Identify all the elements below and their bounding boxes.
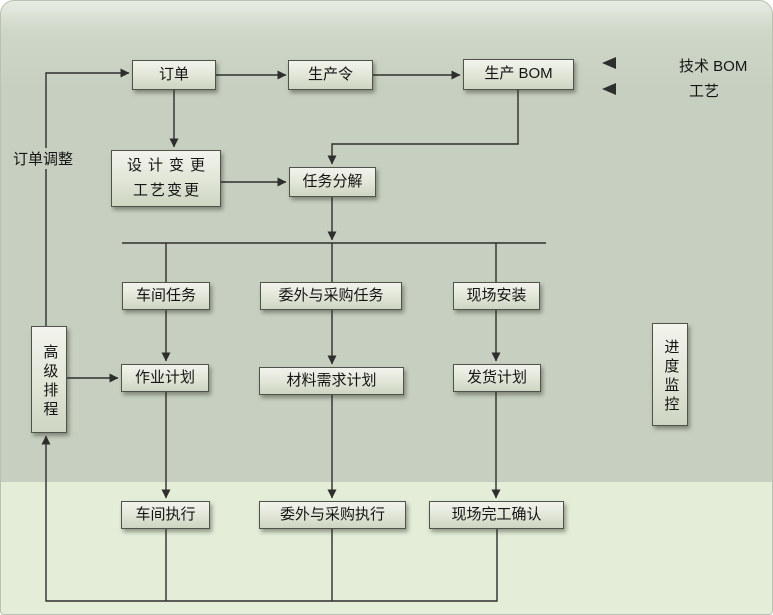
node-advanced-scheduling: 高级排程 [31,326,67,433]
design-change-line1: 设计变更 [126,156,211,174]
design-change-line2: 工艺变更 [132,181,201,199]
node-material-requirements-plan: 材料需求计划 [259,367,404,395]
node-progress-monitoring: 进度监控 [652,323,688,426]
node-order: 订单 [132,60,216,90]
node-design-change: 设计变更 工艺变更 [111,150,221,207]
order-adjustment-loop [45,68,130,326]
node-production-bom: 生产 BOM [463,59,574,90]
feedback-main-to-scheduling [41,435,498,602]
node-production-order: 生产令 [288,60,373,90]
label-process: 工艺 [689,83,720,100]
node-site-completion-confirmation: 现场完工确认 [429,501,564,529]
node-task-breakdown: 任务分解 [289,167,376,197]
process-arrow-icon [602,83,616,95]
node-job-plan: 作业计划 [121,364,209,392]
node-outsourcing-purchasing-task: 委外与采购任务 [260,282,402,310]
node-shipping-plan: 发货计划 [453,364,541,392]
connector-bom-to-task-breakdown [327,90,519,165]
label-technical-bom: 技术 BOM [679,58,748,75]
label-order-adjustment: 订单调整 [11,148,76,169]
node-site-installation: 现场安装 [453,282,540,310]
node-workshop-task: 车间任务 [122,282,210,310]
node-outsourcing-purchasing-execution: 委外与采购执行 [259,501,406,529]
technical-bom-arrow-icon [602,57,616,69]
node-workshop-execution: 车间执行 [121,501,210,529]
